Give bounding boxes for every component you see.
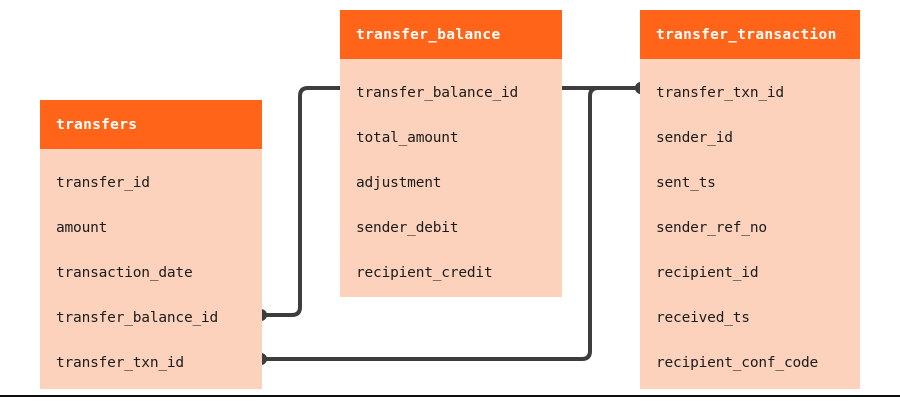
table-title: transfer_transaction [656,26,837,43]
field-label: transfer_balance_id [56,309,219,326]
field-row[interactable]: sender_debit [340,205,562,250]
field-row[interactable]: received_ts [640,295,860,340]
field-label: recipient_credit [356,264,493,281]
table-body-transfer_transaction: transfer_txn_id sender_id sent_ts sender_re… [640,59,860,389]
field-label: transfer_balance_id [356,84,519,101]
field-label: sent_ts [656,174,716,191]
field-row[interactable]: transfer_id [40,160,262,205]
field-label: amount [56,219,108,236]
table-header-transfers: transfers [40,100,262,149]
field-label: sender_ref_no [656,219,767,236]
field-label: recipient_conf_code [656,354,819,371]
field-label: recipient_id [656,264,759,281]
table-title: transfers [56,116,138,133]
field-label: received_ts [656,309,750,326]
field-row[interactable]: sender_id [640,115,860,160]
field-label: transfer_txn_id [56,354,184,371]
field-label: sender_id [656,129,733,146]
table-header-transfer_transaction: transfer_transaction [640,10,860,59]
field-row[interactable]: recipient_id [640,250,860,295]
field-row[interactable]: transfer_txn_id [640,70,860,115]
table-header-transfer_balance: transfer_balance [340,10,562,59]
bottom-divider-rule [0,395,900,397]
field-row[interactable]: amount [40,205,262,250]
field-row[interactable]: sender_ref_no [640,205,860,250]
field-row[interactable]: transfer_balance_id [340,70,562,115]
field-row[interactable]: transaction_date [40,250,262,295]
field-row[interactable]: recipient_credit [340,250,562,295]
table-title: transfer_balance [356,26,501,43]
field-label: total_amount [356,129,459,146]
field-label: transfer_id [56,174,150,191]
table-body-transfer_balance: transfer_balance_id total_amount adjustmen… [340,59,562,297]
field-row[interactable]: recipient_conf_code [640,340,860,385]
field-row[interactable]: adjustment [340,160,562,205]
field-row[interactable]: transfer_balance_id [40,295,262,340]
field-row[interactable]: total_amount [340,115,562,160]
field-row[interactable]: sent_ts [640,160,860,205]
field-label: sender_debit [356,219,459,236]
field-label: adjustment [356,174,442,191]
field-label: transfer_txn_id [656,84,784,101]
field-row[interactable]: transfer_txn_id [40,340,262,385]
field-label: transaction_date [56,264,193,281]
